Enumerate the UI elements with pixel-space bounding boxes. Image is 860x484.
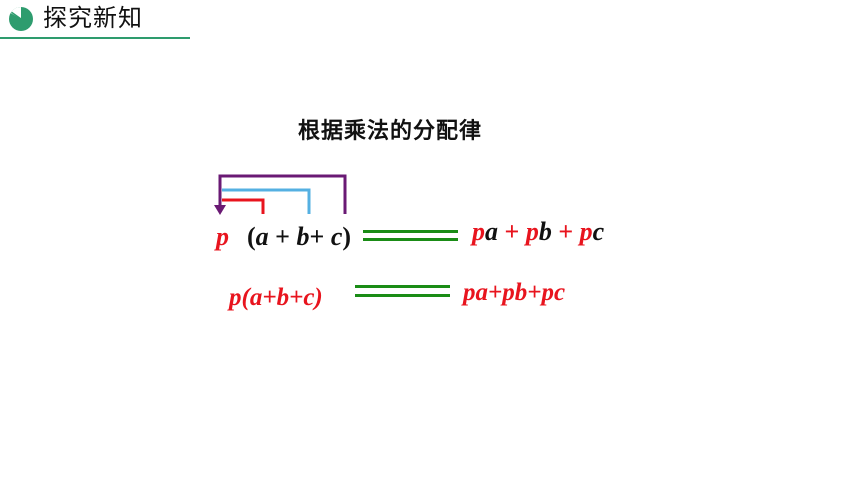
- sum-expression: (a + b+ c): [247, 222, 351, 252]
- plus-sign: +: [309, 222, 331, 251]
- equals-line-bottom: [363, 238, 458, 241]
- blue-arrow: [222, 188, 311, 214]
- open-paren: (: [247, 222, 256, 251]
- equals-line-top: [363, 230, 458, 233]
- arrow-head: [214, 205, 226, 215]
- plus-sign: +: [498, 217, 526, 246]
- red-arrow: [222, 198, 265, 214]
- plus-sign: +: [268, 222, 297, 251]
- term-b: b: [296, 222, 310, 251]
- equals-line-top: [355, 285, 450, 288]
- purple-arrow: [218, 174, 347, 214]
- result-p: p: [525, 217, 539, 246]
- result-p: p: [472, 217, 485, 246]
- factored-expression: p(a+b+c): [229, 284, 323, 311]
- expanded-result: pa + pb + pc: [472, 217, 604, 247]
- plus-sign: +: [551, 217, 580, 246]
- result-a: a: [485, 217, 498, 246]
- section-heading: 根据乘法的分配律: [298, 119, 483, 144]
- result-c: c: [592, 217, 605, 246]
- header: 探究新知: [0, 0, 190, 40]
- result-p: p: [579, 217, 593, 246]
- factor-p: p: [216, 222, 229, 251]
- pie-chart-icon: [9, 6, 33, 31]
- close-paren: ): [342, 222, 352, 251]
- term-c: c: [330, 222, 343, 251]
- expanded-expression: pa+pb+pc: [463, 279, 566, 306]
- result-b: b: [538, 217, 552, 246]
- page-title: 探究新知: [43, 4, 143, 32]
- term-a: a: [255, 222, 269, 251]
- equals-line-bottom: [355, 294, 450, 297]
- header-underline: [0, 37, 190, 39]
